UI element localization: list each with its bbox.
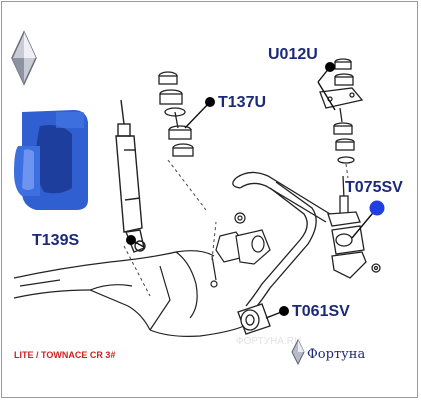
- shock-absorber: [115, 99, 146, 253]
- stabilizer-bushing-small: [237, 303, 271, 335]
- watermark: ФОРТУНА.RU: [236, 336, 301, 347]
- brand-diamond-icon: [291, 338, 305, 366]
- label-u012u: U012U: [268, 46, 318, 63]
- marker-t061sv: [279, 306, 289, 316]
- marker-t075sv: [369, 200, 385, 216]
- diamond-logo-icon: [11, 30, 37, 86]
- marker-t137u: [205, 97, 215, 107]
- label-t061sv: T061SV: [292, 303, 350, 320]
- model-caption: LITE / TOWNACE CR 3#: [14, 350, 115, 360]
- center-bracket: [210, 212, 271, 288]
- stabilizer-link-stack-left: [158, 71, 194, 157]
- lower-arm-frame: [13, 250, 245, 337]
- stabilizer-link-stack-right: [319, 58, 364, 164]
- label-t139s: T139S: [32, 232, 79, 249]
- bushing-photo: [14, 110, 88, 210]
- marker-t139s: [126, 235, 136, 245]
- dashed-guide-lines: [123, 159, 349, 297]
- stabilizer-bar: [232, 171, 331, 311]
- label-t137u: T137U: [218, 94, 266, 111]
- brand-name: Фортуна: [307, 347, 365, 362]
- label-t075sv: T075SV: [345, 179, 403, 196]
- marker-u012u: [325, 62, 335, 72]
